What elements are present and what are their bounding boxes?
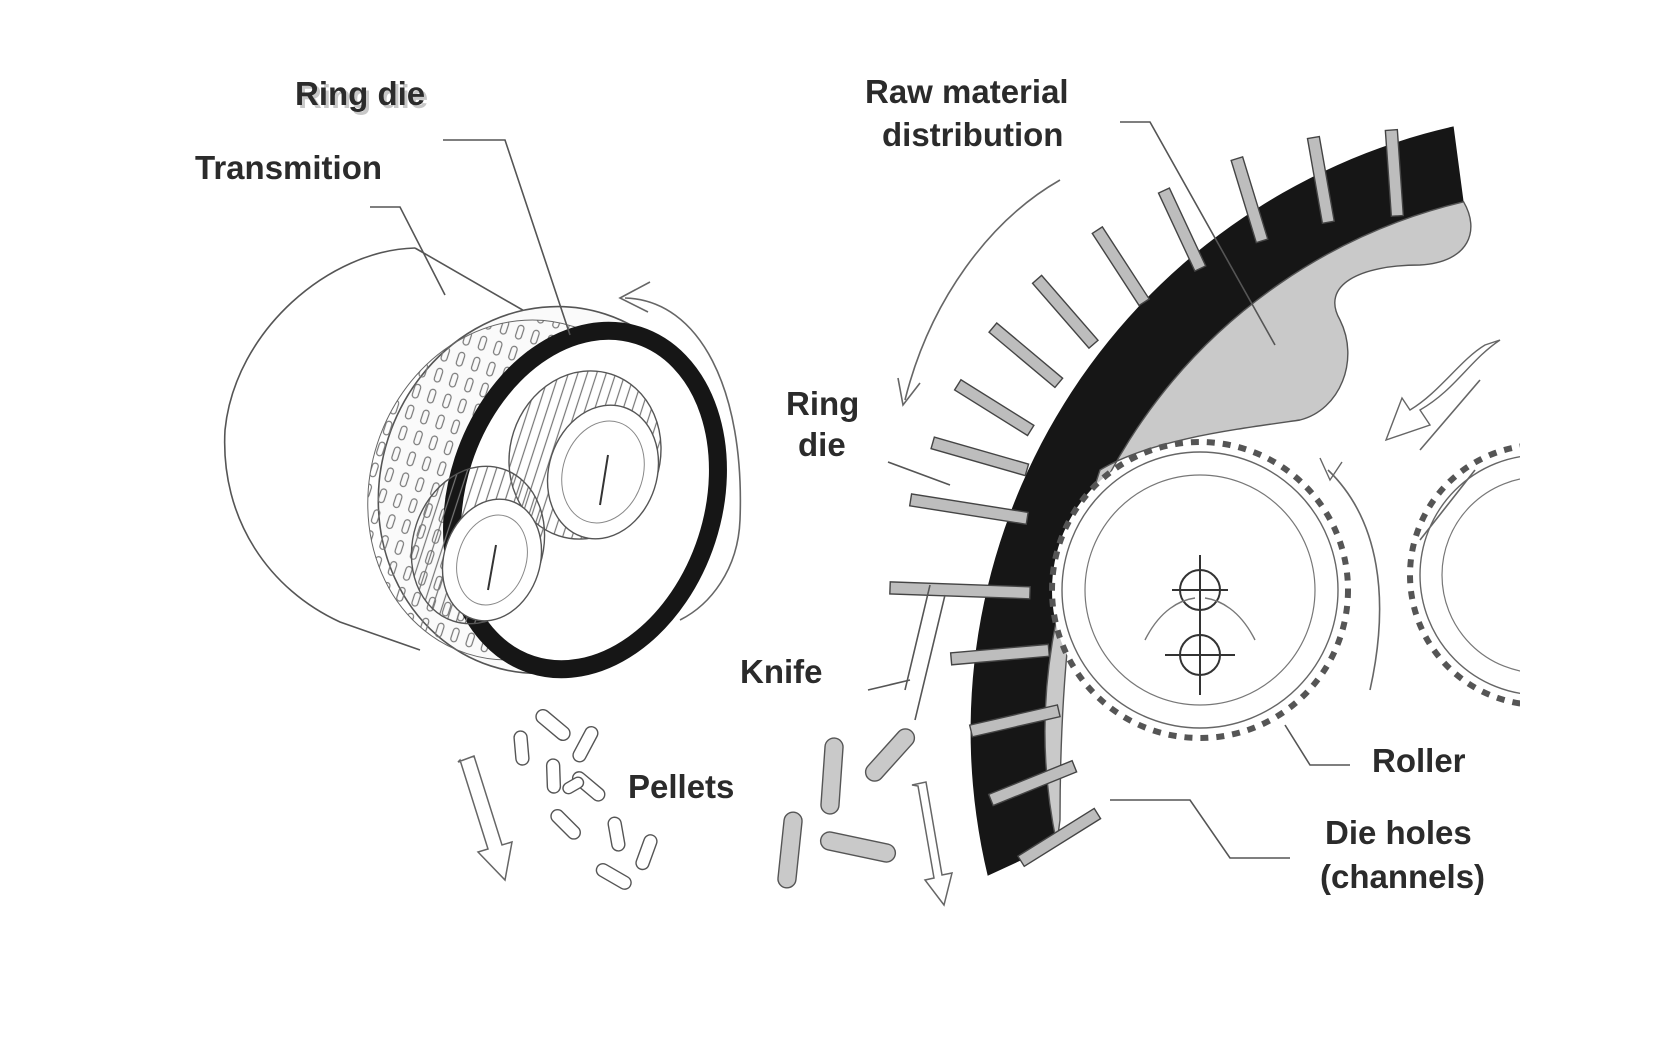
- rotation-arrow-roller: [1327, 469, 1381, 691]
- output-arrow-left: [457, 755, 513, 882]
- leader-roller: [1284, 724, 1350, 766]
- label-ring-die-right-line1: Ring: [786, 385, 859, 422]
- label-die-holes-line2: (channels): [1320, 858, 1485, 895]
- label-pellets: Pellets: [628, 768, 734, 805]
- right-pellets: [777, 728, 916, 889]
- label-transmition: Transmition: [195, 149, 382, 186]
- leader-raw-material: [1120, 121, 1276, 346]
- rotation-arrow-die: [904, 179, 1061, 401]
- leader-transmition: [370, 206, 446, 296]
- roller: [1049, 439, 1351, 741]
- die-channels: [889, 128, 1405, 868]
- label-die-holes-line1: Die holes: [1325, 814, 1472, 851]
- left-roller-2: [410, 465, 546, 625]
- knife: [904, 584, 931, 691]
- second-roller: [1407, 443, 1520, 707]
- transmission-housing: [223, 247, 421, 651]
- ring-die-assembly: [223, 139, 742, 679]
- rotation-arrow-left: [624, 297, 742, 621]
- label-raw-material-line2: distribution: [882, 116, 1063, 153]
- leader-ring-die-left: [443, 139, 571, 336]
- feed-arrow-right: [1384, 339, 1501, 442]
- label-ring-die-right-line2: die: [798, 426, 846, 463]
- left-roller-1: [508, 370, 662, 540]
- labels: Ring die Ring die Transmition Pellets Ra…: [195, 73, 1485, 895]
- label-ring-die-left: Ring die: [295, 75, 425, 112]
- svg-text:Ring die: Ring die: [298, 78, 428, 115]
- ring-die-section: [970, 126, 1464, 876]
- label-raw-material-line1: Raw material: [865, 73, 1069, 110]
- label-knife: Knife: [740, 653, 823, 690]
- output-arrow-right: [911, 781, 954, 907]
- left-pellets: [513, 708, 658, 890]
- label-roller: Roller: [1372, 742, 1466, 779]
- transmission-top-edge: [414, 247, 541, 321]
- leader-die-holes: [1110, 799, 1290, 859]
- leader-ring-die-right: [887, 461, 951, 486]
